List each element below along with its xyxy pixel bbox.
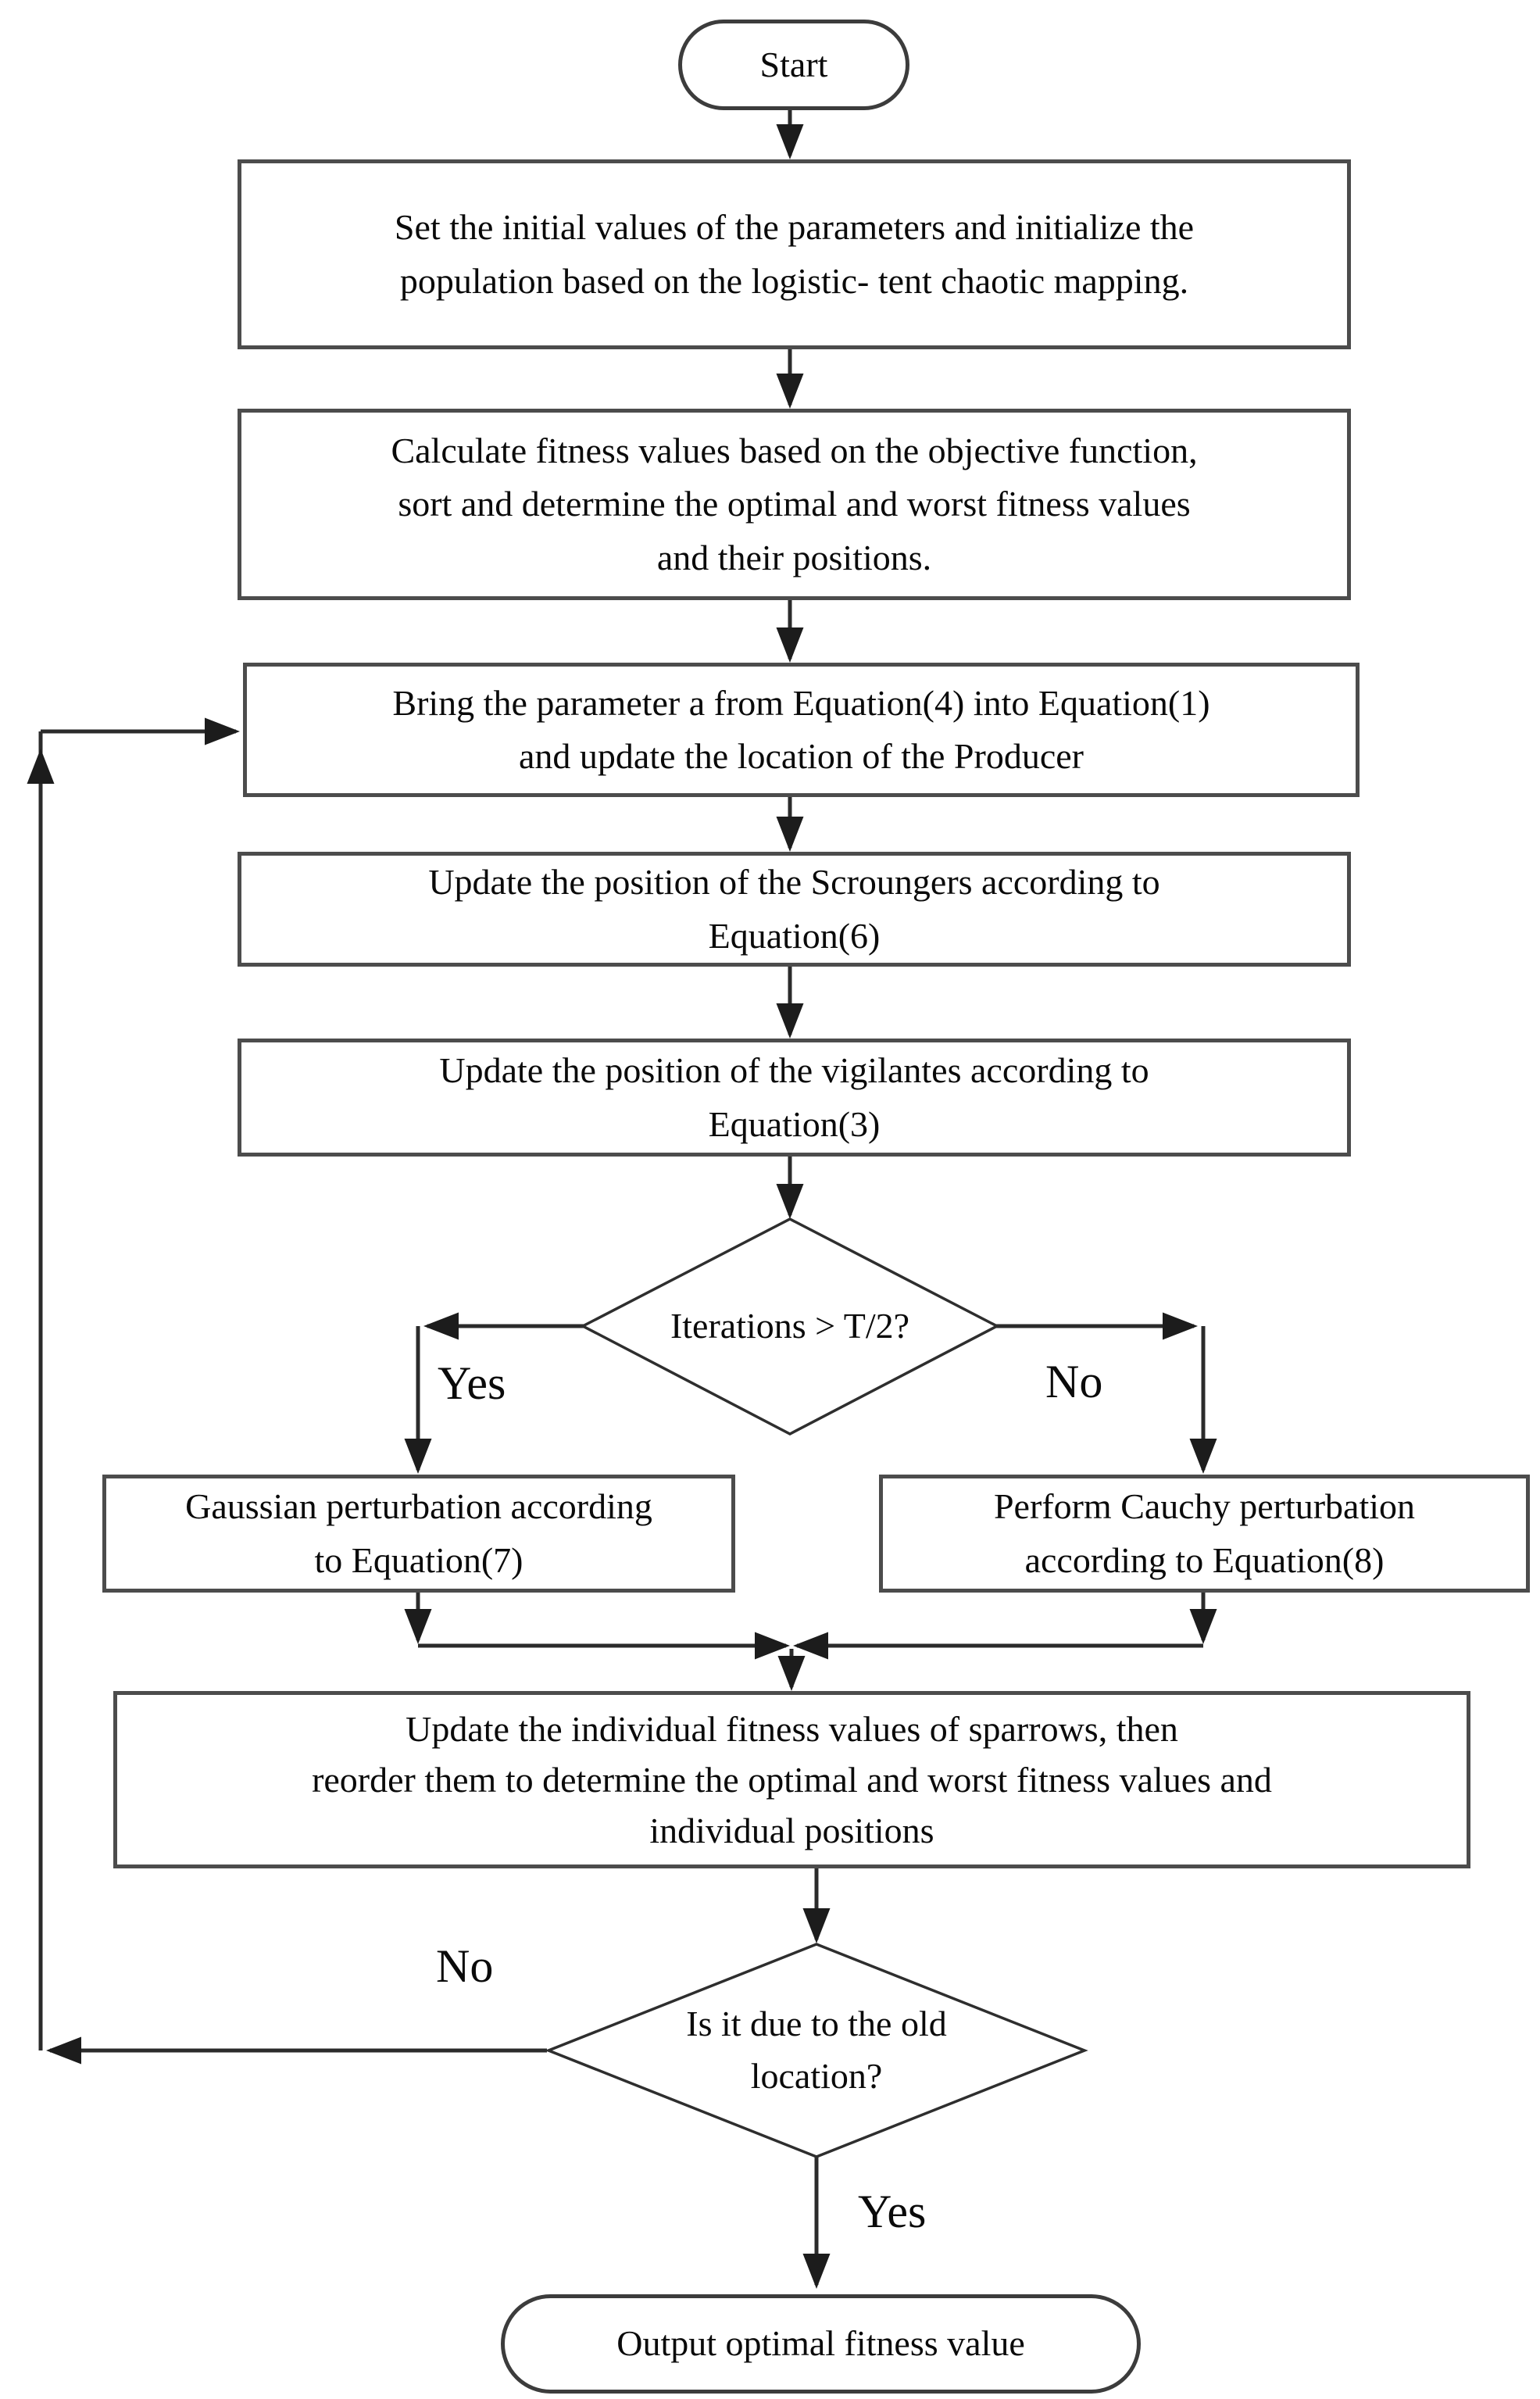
process-update-producer: Bring the parameter a from Equation(4) i…	[243, 663, 1360, 797]
process-update-producer-text: Bring the parameter a from Equation(4) i…	[392, 682, 1210, 776]
process-cauchy-perturbation-text: Perform Cauchy perturbation according to…	[993, 1486, 1416, 1580]
location-decision-text: Is it due to the old location?	[686, 2004, 947, 2096]
iteration-decision-text-area: Iterations > T/2?	[583, 1219, 997, 1434]
process-update-scroungers: Update the position of the Scroungers ac…	[238, 852, 1351, 967]
process-init-parameters-text: Set the initial values of the parameters…	[394, 207, 1195, 301]
process-calculate-fitness-text: Calculate fitness values based on the ob…	[391, 431, 1198, 577]
iteration-decision-diamond	[580, 1217, 1000, 1435]
start-terminator: Start	[678, 20, 909, 110]
iteration-no-label: No	[1045, 1356, 1103, 1407]
process-update-scroungers-text: Update the position of the Scroungers ac…	[428, 862, 1160, 956]
location-decision-text-area: Is it due to the old location?	[548, 1944, 1084, 2157]
process-update-individual-fitness: Update the individual fitness values of …	[113, 1691, 1470, 1868]
process-gaussian-perturbation-text: Gaussian perturbation according to Equat…	[185, 1486, 652, 1580]
process-update-vigilantes-text: Update the position of the vigilantes ac…	[439, 1050, 1149, 1144]
output-label: Output optimal fitness value	[616, 2323, 1025, 2364]
process-gaussian-perturbation: Gaussian perturbation according to Equat…	[102, 1475, 735, 1593]
iteration-yes-label: Yes	[438, 1357, 506, 1409]
start-label: Start	[759, 44, 828, 84]
process-update-individual-fitness-text: Update the individual fitness values of …	[312, 1708, 1272, 1851]
process-init-parameters: Set the initial values of the parameters…	[238, 159, 1351, 349]
process-cauchy-perturbation: Perform Cauchy perturbation according to…	[879, 1475, 1530, 1593]
location-yes-label: Yes	[858, 2186, 927, 2237]
location-decision-diamond	[545, 1943, 1088, 2158]
iteration-decision-text: Iterations > T/2?	[670, 1306, 910, 1346]
process-calculate-fitness: Calculate fitness values based on the ob…	[238, 409, 1351, 600]
output-terminator: Output optimal fitness value	[501, 2294, 1141, 2394]
process-update-vigilantes: Update the position of the vigilantes ac…	[238, 1039, 1351, 1157]
location-no-label: No	[436, 1940, 494, 1992]
